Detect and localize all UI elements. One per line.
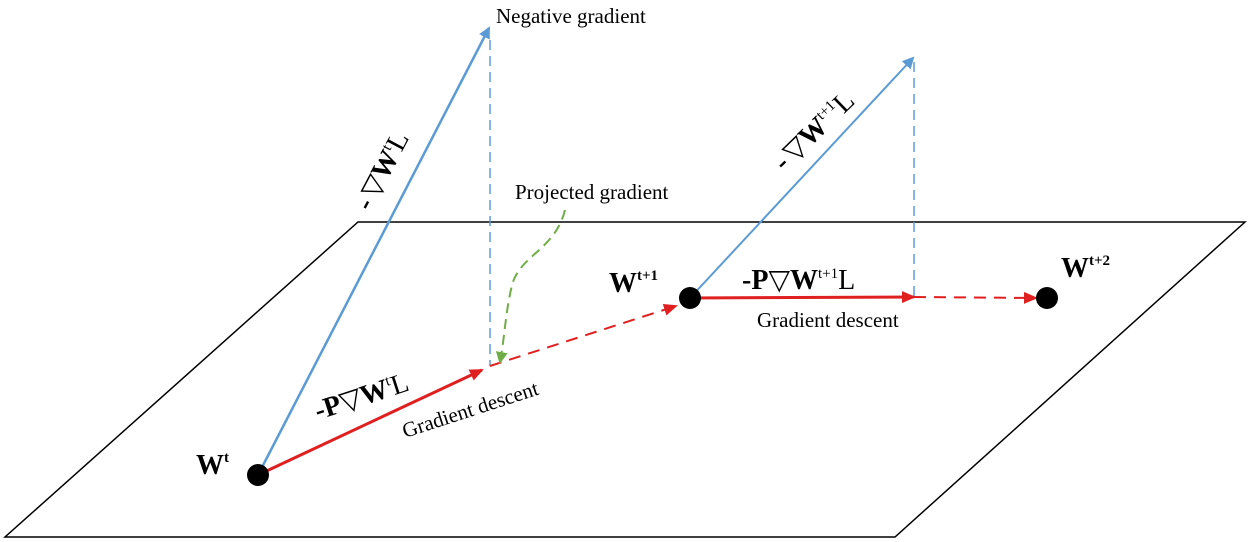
- label-gradient-descent-2: Gradient descent: [757, 308, 899, 332]
- point-wt: [247, 464, 269, 486]
- label-gradient-descent-1: Gradient descent: [399, 376, 541, 443]
- label-projected-gradient: Projected gradient: [515, 180, 669, 204]
- point-wt1: [679, 287, 701, 309]
- projected-gradient-pointer: [495, 209, 566, 364]
- label-proj-grad-wt1: -P▽Wt+1L: [742, 265, 855, 296]
- negative-gradient-arrow-wt1: [689, 56, 915, 299]
- descent-path-wt-to-wt1: [489, 303, 678, 367]
- label-proj-grad-wt: -P▽WtL: [311, 367, 413, 427]
- descent-arrow-wt: [257, 368, 484, 477]
- label-point-wt2: Wt+2: [1061, 253, 1110, 284]
- parameter-plane: [3, 221, 1247, 538]
- point-wt2: [1036, 287, 1058, 309]
- label-point-wt: Wt: [196, 450, 229, 481]
- descent-path-wt1-to-wt2: [913, 291, 1038, 304]
- label-point-wt1: Wt+1: [609, 268, 658, 299]
- negative-gradient-arrow-wt: [256, 26, 491, 476]
- label-negative-gradient: Negative gradient: [496, 4, 646, 28]
- descent-arrow-wt1: [689, 291, 916, 304]
- label-neg-grad-wt: -▽WtL: [349, 126, 416, 215]
